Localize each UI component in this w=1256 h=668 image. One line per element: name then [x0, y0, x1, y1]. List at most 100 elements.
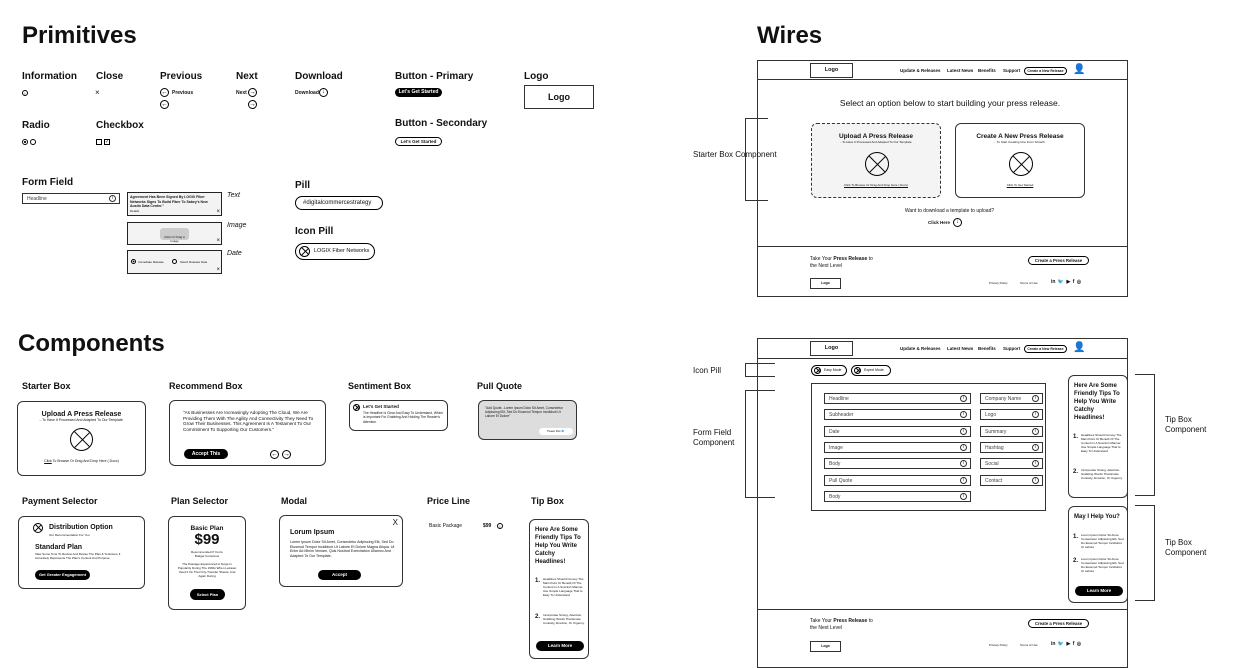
upload-link[interactable]: Click To Browse Or Drag And Drop Here (.…: [844, 183, 908, 187]
privacy-policy-link[interactable]: Privacy Policy: [989, 643, 1008, 647]
info-icon[interactable]: i: [960, 411, 967, 419]
close-icon[interactable]: ×: [95, 88, 100, 97]
arrow-left-icon[interactable]: ←: [160, 100, 169, 109]
privacy-policy-link[interactable]: Privacy Policy: [989, 281, 1008, 285]
arrow-right-icon[interactable]: →: [248, 88, 257, 97]
download-icon[interactable]: ↓: [319, 88, 328, 97]
nav-item[interactable]: Support: [1003, 346, 1021, 351]
arrow-right-icon[interactable]: →: [248, 100, 257, 109]
accept-this-button[interactable]: Accept This: [184, 449, 228, 459]
info-icon[interactable]: i: [1032, 411, 1039, 419]
nav-item[interactable]: Latest News: [947, 68, 974, 73]
next-link[interactable]: Next: [236, 90, 247, 96]
nav-logo[interactable]: Logo: [810, 63, 853, 78]
select-plan-button[interactable]: Select Plan: [190, 589, 225, 600]
upload-starter-box[interactable]: Upload A Press Release ...To Have It Pro…: [811, 123, 941, 198]
instagram-icon[interactable]: ◎: [1076, 641, 1082, 647]
create-new-release-button[interactable]: Create a New Release: [1024, 345, 1067, 353]
info-icon[interactable]: i: [1032, 476, 1039, 484]
get-greater-engagement-button[interactable]: Get Greater Engagement: [35, 570, 90, 580]
create-press-release-button[interactable]: Create a Press Release: [1028, 619, 1089, 628]
user-avatar-icon[interactable]: 👤: [1073, 342, 1086, 353]
user-avatar-icon[interactable]: 👤: [1073, 64, 1086, 75]
nav-logo[interactable]: Logo: [810, 341, 853, 356]
accept-button[interactable]: Accept: [318, 570, 361, 580]
info-icon[interactable]: i: [960, 427, 967, 435]
create-press-release-button[interactable]: Create a Press Release: [1028, 256, 1089, 265]
text-field-box[interactable]: Agreement Has Been Signed By LOGIX Fiber…: [127, 192, 222, 216]
download-icon[interactable]: ↓: [953, 218, 962, 227]
close-icon[interactable]: ×: [216, 209, 220, 215]
radio-selected[interactable]: [131, 259, 136, 264]
icon-pill[interactable]: LOGIX Fiber Networks: [295, 243, 375, 260]
youtube-icon[interactable]: ▶: [1066, 279, 1071, 285]
footer-logo[interactable]: Logo: [810, 641, 841, 652]
arrow-left-icon[interactable]: ←: [270, 450, 279, 459]
terms-link[interactable]: Terms of Use: [1020, 643, 1038, 647]
nav-item[interactable]: Latest News: [947, 346, 974, 351]
checkbox-checked[interactable]: ✓: [104, 139, 110, 145]
info-icon[interactable]: i: [1032, 460, 1039, 468]
image-drop-zone[interactable]: Click Or Drag A Image: [160, 228, 189, 243]
facebook-icon[interactable]: f: [1072, 641, 1075, 647]
nav-item[interactable]: Update & Releases: [900, 346, 941, 351]
info-icon[interactable]: i: [960, 460, 967, 468]
info-icon[interactable]: i: [1032, 395, 1039, 402]
create-starter-box[interactable]: Create A New Press Release ...To Start C…: [955, 123, 1085, 198]
twitter-icon[interactable]: 🐦: [1057, 279, 1065, 285]
click-here-link[interactable]: Click Here: [928, 220, 951, 225]
learn-more-button[interactable]: Learn More: [1075, 586, 1123, 596]
info-icon[interactable]: i: [109, 195, 116, 202]
radio-selected[interactable]: [22, 139, 28, 145]
youtube-icon[interactable]: ▶: [1066, 641, 1071, 647]
nav-item[interactable]: Update & Releases: [900, 68, 941, 73]
info-icon[interactable]: i: [960, 395, 967, 402]
linkedin-icon[interactable]: in: [1051, 641, 1056, 647]
close-icon[interactable]: ×: [216, 238, 220, 244]
twitter-icon[interactable]: 🐦: [1057, 641, 1065, 647]
starter-click-link[interactable]: Click: [44, 459, 52, 463]
info-icon[interactable]: i: [960, 476, 967, 484]
starter-box[interactable]: Upload A Press Release ...To Have It Pro…: [17, 401, 146, 476]
info-icon[interactable]: i: [960, 443, 967, 451]
close-icon[interactable]: ×: [216, 267, 220, 273]
info-icon[interactable]: i: [22, 90, 28, 96]
create-new-release-button[interactable]: Create a New Release: [1024, 67, 1067, 75]
info-icon[interactable]: i: [497, 523, 503, 529]
info-icon[interactable]: i: [1032, 427, 1039, 435]
download-link[interactable]: Download: [295, 90, 319, 96]
close-icon[interactable]: X: [392, 518, 398, 527]
payment-selector[interactable]: Distribution Option Our Recommendation F…: [18, 516, 145, 589]
secondary-button[interactable]: Let's Get Started: [395, 137, 442, 146]
easy-mode-pill[interactable]: Easy Mode: [811, 365, 847, 376]
date-field-box[interactable]: Immediate Release Select Release Date ×: [127, 250, 222, 274]
tweet-this-button[interactable]: Tweet this 🐦: [539, 428, 573, 435]
arrow-right-icon[interactable]: →: [282, 450, 291, 459]
info-icon[interactable]: i: [1032, 443, 1039, 451]
arrow-left-icon[interactable]: ←: [160, 88, 169, 97]
image-field-box[interactable]: Click Or Drag A Image ×: [127, 222, 222, 245]
checkbox-unchecked[interactable]: [96, 139, 102, 145]
primary-button[interactable]: Let's Get Started: [395, 88, 442, 97]
nav-item[interactable]: Benefits: [978, 68, 996, 73]
create-link[interactable]: Click To Get Started: [1006, 183, 1034, 187]
expert-mode-pill[interactable]: Expert Mode: [851, 365, 891, 376]
plan-selector[interactable]: Basic Plan $99 Recommended If You're Bud…: [168, 516, 246, 610]
radio-unselected[interactable]: [172, 259, 177, 264]
learn-more-button[interactable]: Learn More: [536, 641, 584, 651]
facebook-icon[interactable]: f: [1072, 279, 1075, 285]
instagram-icon[interactable]: ◎: [1076, 279, 1082, 285]
info-icon[interactable]: i: [960, 492, 967, 500]
